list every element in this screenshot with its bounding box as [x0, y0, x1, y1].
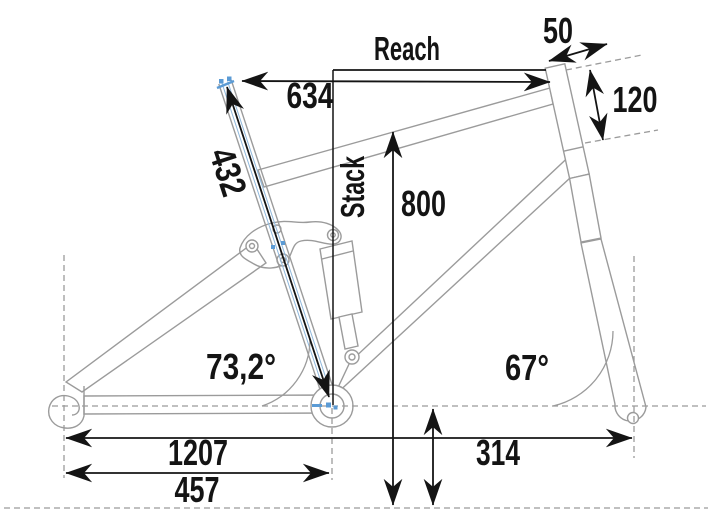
value-wheelbase: 1207	[168, 432, 228, 473]
dim-seat-tube-432	[226, 86, 330, 398]
rocker-pivot-front	[245, 239, 259, 253]
dim-head-tube-120	[585, 69, 608, 141]
head-tube-top-extension	[565, 54, 643, 71]
bike-frame-outline	[47, 62, 647, 429]
head-tube	[544, 62, 591, 180]
dim-top-tube-634	[241, 71, 551, 92]
head-tube-joint-line	[563, 146, 584, 152]
rear-dropout	[47, 386, 85, 429]
shock-lower-eyelet	[344, 349, 360, 365]
value-seat-tube: 432	[201, 143, 255, 201]
head-angle-arc	[552, 330, 614, 407]
shock-shaft	[338, 313, 359, 350]
reference-lines	[4, 54, 708, 509]
anchor-square	[227, 76, 232, 81]
dimension-lines	[65, 42, 633, 506]
seatpost-top-cap-mark	[216, 79, 235, 90]
value-standover: 800	[401, 183, 446, 224]
dim-stem-50	[548, 42, 608, 63]
label-stack: Stack	[334, 156, 371, 218]
front-dropout-hole	[626, 411, 640, 425]
anchor-square	[281, 241, 285, 245]
value-chainstay: 457	[175, 469, 220, 510]
value-bb-height: 314	[476, 432, 520, 473]
head-tube-bottom-extension	[584, 129, 659, 144]
shock-body	[319, 240, 363, 320]
chainstay-tube	[83, 394, 334, 415]
anchor-square	[271, 245, 275, 249]
anchor-square	[326, 402, 331, 408]
value-head-angle: 67°	[505, 347, 549, 388]
anchor-marks	[216, 76, 338, 410]
anchor-square	[333, 405, 338, 410]
value-stem: 50	[543, 10, 573, 51]
value-seat-angle: 73,2°	[206, 346, 276, 387]
fork-crown	[568, 173, 602, 243]
shock-lower-eyelet-hole	[348, 353, 356, 361]
label-reach: Reach	[374, 30, 440, 67]
value-head-tube: 120	[613, 79, 658, 120]
fork-lowers	[580, 238, 647, 422]
value-top-tube: 634	[287, 75, 334, 116]
anchor-square	[219, 79, 224, 84]
bb-end-mark	[312, 404, 322, 407]
